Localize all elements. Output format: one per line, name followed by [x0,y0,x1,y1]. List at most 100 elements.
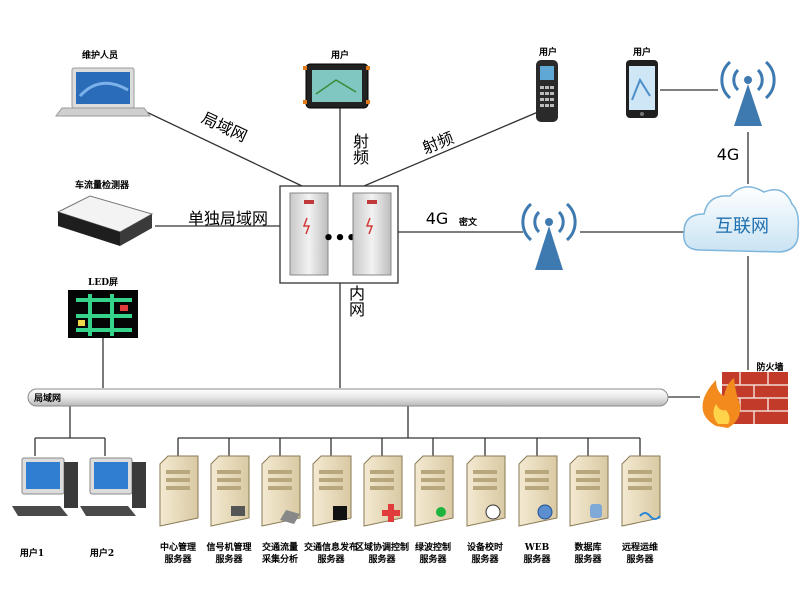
server-accent-icon [537,504,553,520]
traffic-detector-label: 车流量检测器 [75,179,130,191]
server-accent-icon [333,506,347,520]
server-slot [217,470,241,474]
server-slot [576,486,600,490]
server-slot [166,470,190,474]
server-slot [628,470,652,474]
rf-char-1: 射频 [337,133,369,165]
server-slot [166,478,190,482]
user1-label: 用户1 [19,547,44,559]
server-slot [473,478,497,482]
server-slot [525,478,549,482]
server-label-line1: 区域协调控制 [355,541,409,553]
server-slot [217,478,241,482]
server-slot [628,486,652,490]
server-tower-icon [159,455,199,527]
server-slot [319,486,343,490]
server-label-line2: 服务器 [164,553,192,565]
tablet-user-label: 用户 [330,49,349,61]
server-accent-icon [382,504,400,522]
server-slot [370,486,394,490]
server-label-line1: 交通信息发布 [304,541,358,553]
server-slot [628,478,652,482]
server-label-line2: 服务器 [626,553,654,565]
server-slot [319,478,343,482]
server-label-line2: 采集分析 [261,553,298,565]
server-slot [166,486,190,490]
firewall-label: 防火墙 [756,361,783,373]
server-slot [370,470,394,474]
intranet-label-vertical: 内网 [333,285,365,318]
server-slot [268,478,292,482]
phone-user: 用户 [626,46,658,118]
server-label-line1: 绿波控制 [415,541,451,553]
server-slot [268,470,292,474]
server-label-line1: 远程运维 [622,541,658,553]
workstation-2: 用户2 [80,457,146,559]
rf-link-label-vertical: 射频 [337,133,369,165]
phone-user-label: 用户 [632,46,651,58]
rf-link-label-diagonal: 射频 [420,128,457,158]
server-slot [576,470,600,474]
server-accent-icon [485,504,501,520]
signal-cabinet-group: ••• [279,185,399,284]
workstation-1: 用户1 [12,457,78,559]
link-labels: 局域网 射频 射频 单独局域网 4G 密文 4G 内网 [188,108,739,318]
server-label-line2: 服务器 [368,553,396,565]
user2-label: 用户2 [89,547,114,559]
server-label-line2: 服务器 [317,553,345,565]
led-screen: LED屏 [68,277,138,338]
server-slot [525,470,549,474]
server-slot [421,486,445,490]
servers: 中心管理服务器信号机管理服务器交通流量采集分析交通信息发布服务器区域协调控制服务… [159,455,661,565]
firewall: 防火墙 [702,361,788,428]
separate-lan-label: 单独局域网 [188,209,268,228]
server-label-line2: 服务器 [419,553,447,565]
cabinet-left [289,192,329,276]
server-label-line1: WEB [524,543,550,553]
lan-bus: 局域网 [27,388,669,407]
encrypted-label: 密文 [458,216,478,228]
cabinet-right [352,192,392,276]
server-label-line1: 中心管理 [160,541,196,553]
server-accent-icon [590,504,602,518]
server-accent-icon [231,506,245,516]
server-slot [473,486,497,490]
server-label-line2: 服务器 [523,553,551,565]
server-label-line1: 设备校时 [467,541,503,553]
cabinet-dots: ••• [323,228,358,249]
server-tower-icon [569,455,609,527]
fourg-label-top: 4G [717,145,740,164]
server-slot [576,478,600,482]
server-tower-icon [414,455,454,527]
server-accent-icon [436,507,446,517]
traffic-detector: 车流量检测器 [56,179,154,246]
server-slot [268,486,292,490]
server-label-line1: 信号机管理 [206,541,251,553]
led-screen-label: LED屏 [88,277,118,288]
server-label-line2: 服务器 [574,553,602,565]
tablet-user: 用户 [303,49,370,109]
lan-bus-label: 局域网 [34,392,61,404]
server-label-line2: 服务器 [215,553,243,565]
server-slot [421,470,445,474]
server-slot [473,470,497,474]
server-slot [525,486,549,490]
server-accent-icon [639,512,661,520]
server-accent-icon [280,510,300,524]
server-slot [421,478,445,482]
server-label-line2: 服务器 [471,553,499,565]
intranet-text: 内网 [333,285,365,318]
server-label-line1: 交通流量 [262,541,298,553]
handheld-user-label: 用户 [538,46,557,58]
maintenance-label: 维护人员 [82,49,118,61]
